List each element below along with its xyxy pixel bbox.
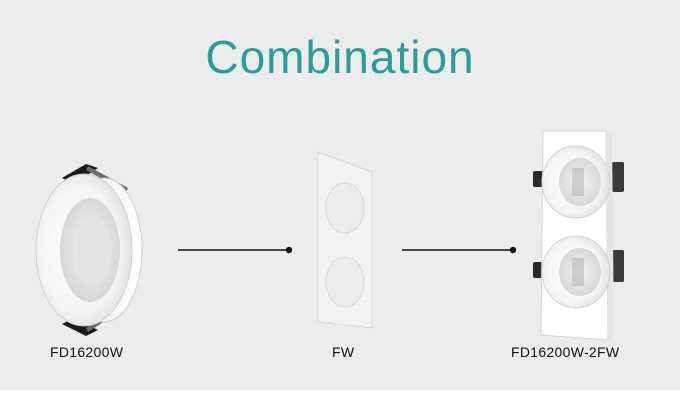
connector-line-2 [402,246,517,254]
combination-banner: Combination [0,0,680,390]
round-downlight-ring-icon [35,164,143,336]
double-square-frame-icon [317,151,373,329]
double-downlight-assembly-icon [533,130,624,341]
page-title: Combination [205,31,475,83]
product-label-fd16200w: FD16200W [50,344,124,360]
connector-line-1 [178,246,293,254]
product-illustration [35,130,624,341]
product-label-fw: FW [332,344,355,360]
product-label-fd16200w-2fw: FD16200W-2FW [511,344,620,360]
